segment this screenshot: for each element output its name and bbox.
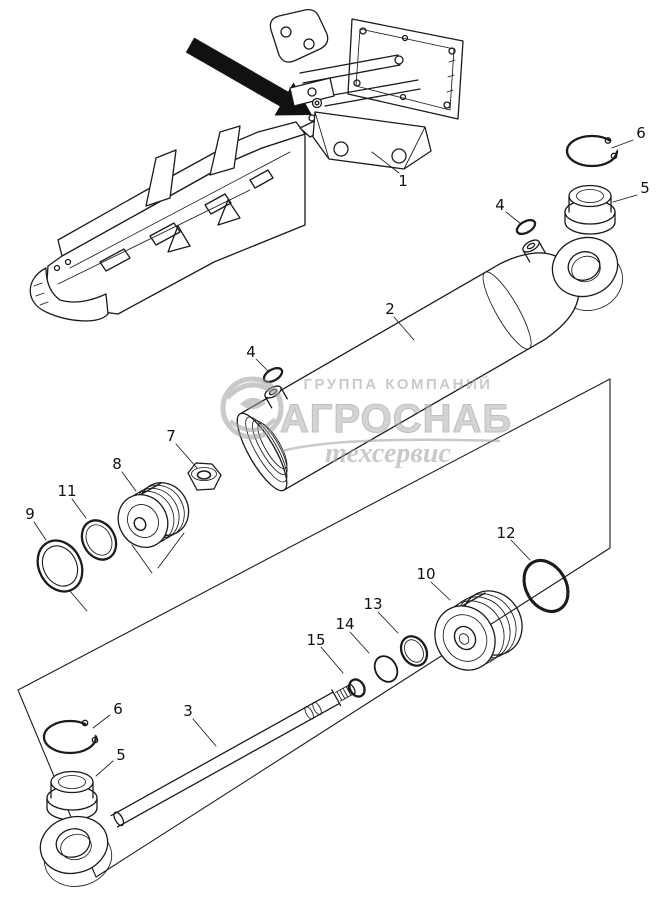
callout-10-leader bbox=[430, 581, 451, 601]
callout-8: 8 bbox=[112, 455, 122, 473]
callout-3: 3 bbox=[183, 702, 193, 720]
watermark-brand: АГРОСНАБ bbox=[280, 397, 512, 441]
callout-6-top: 6 bbox=[636, 124, 646, 142]
watermark-bottom-line: техсервис bbox=[325, 438, 451, 469]
callout-5-top-leader bbox=[612, 194, 638, 203]
tractor-frame-drawing bbox=[29, 114, 335, 322]
o-ring-12 bbox=[522, 559, 570, 613]
callout-4-mid-leader bbox=[255, 358, 269, 372]
callout-4-top: 4 bbox=[495, 196, 505, 214]
callout-9: 9 bbox=[25, 505, 35, 523]
watermark-top-line: ГРУППА КОМПАНИЙ bbox=[303, 375, 492, 393]
mount-bracket-assembly bbox=[269, 9, 464, 170]
callout-14: 14 bbox=[335, 615, 354, 633]
callout-6-bottom-leader bbox=[92, 714, 111, 729]
watermark-logo-icon bbox=[220, 376, 284, 440]
callout-5-bottom-leader bbox=[95, 760, 114, 777]
rod-eye bbox=[39, 815, 113, 887]
callout-15: 15 bbox=[306, 631, 325, 649]
gland-bushing-5-bottom bbox=[46, 770, 98, 821]
piston-guide-8 bbox=[117, 482, 190, 548]
callout-13-leader bbox=[377, 611, 399, 634]
callout-6-bottom: 6 bbox=[113, 700, 123, 718]
callout-12-leader bbox=[510, 539, 531, 561]
callout-5-top: 5 bbox=[640, 179, 650, 197]
callout-6-top-leader bbox=[611, 139, 634, 149]
backup-ring-13 bbox=[399, 635, 429, 667]
callout-1: 1 bbox=[398, 172, 408, 190]
o-ring-4-top bbox=[515, 218, 537, 236]
callout-11-leader bbox=[71, 498, 87, 519]
callout-8-leader bbox=[121, 471, 137, 492]
callout-3-leader bbox=[192, 718, 217, 747]
callout-1-leader bbox=[371, 151, 400, 174]
callout-numbers: 1 2 3 4 4 5 5 6 6 7 8 9 10 11 12 13 14 1… bbox=[25, 124, 650, 764]
callout-5-bottom: 5 bbox=[116, 746, 126, 764]
gland-nut-7 bbox=[187, 462, 222, 491]
callout-12: 12 bbox=[496, 524, 515, 542]
washer-14 bbox=[373, 655, 399, 683]
callout-9-leader bbox=[33, 521, 47, 541]
callout-4-mid: 4 bbox=[246, 343, 256, 361]
piston-10 bbox=[434, 590, 523, 671]
callout-13: 13 bbox=[363, 595, 382, 613]
watermark: ГРУППА КОМПАНИЙ АГРОСНАБ техсервис bbox=[220, 375, 512, 469]
callout-4-top-leader bbox=[505, 211, 522, 225]
location-arrow bbox=[185, 37, 312, 116]
callout-14-leader bbox=[349, 631, 370, 654]
callout-7: 7 bbox=[166, 427, 176, 445]
seal-ring-9 bbox=[36, 539, 84, 593]
retaining-ring-6-top bbox=[565, 134, 621, 168]
callout-leader-lines bbox=[33, 139, 638, 777]
cylinder-barrel bbox=[236, 236, 623, 492]
callout-10: 10 bbox=[416, 565, 435, 583]
callout-2: 2 bbox=[385, 300, 395, 318]
callout-7-leader bbox=[175, 443, 198, 469]
assembly-alignment-lines bbox=[68, 532, 185, 612]
callout-2-leader bbox=[393, 316, 415, 341]
retaining-ring-6-bottom bbox=[42, 719, 101, 755]
seal-ring-11 bbox=[80, 519, 118, 561]
assembly-group-outline bbox=[17, 378, 611, 878]
callout-11: 11 bbox=[57, 482, 76, 500]
piston-rod bbox=[110, 683, 356, 828]
callout-15-leader bbox=[320, 646, 344, 674]
gland-bushing-5-top bbox=[564, 184, 616, 235]
o-ring-15 bbox=[348, 678, 366, 698]
